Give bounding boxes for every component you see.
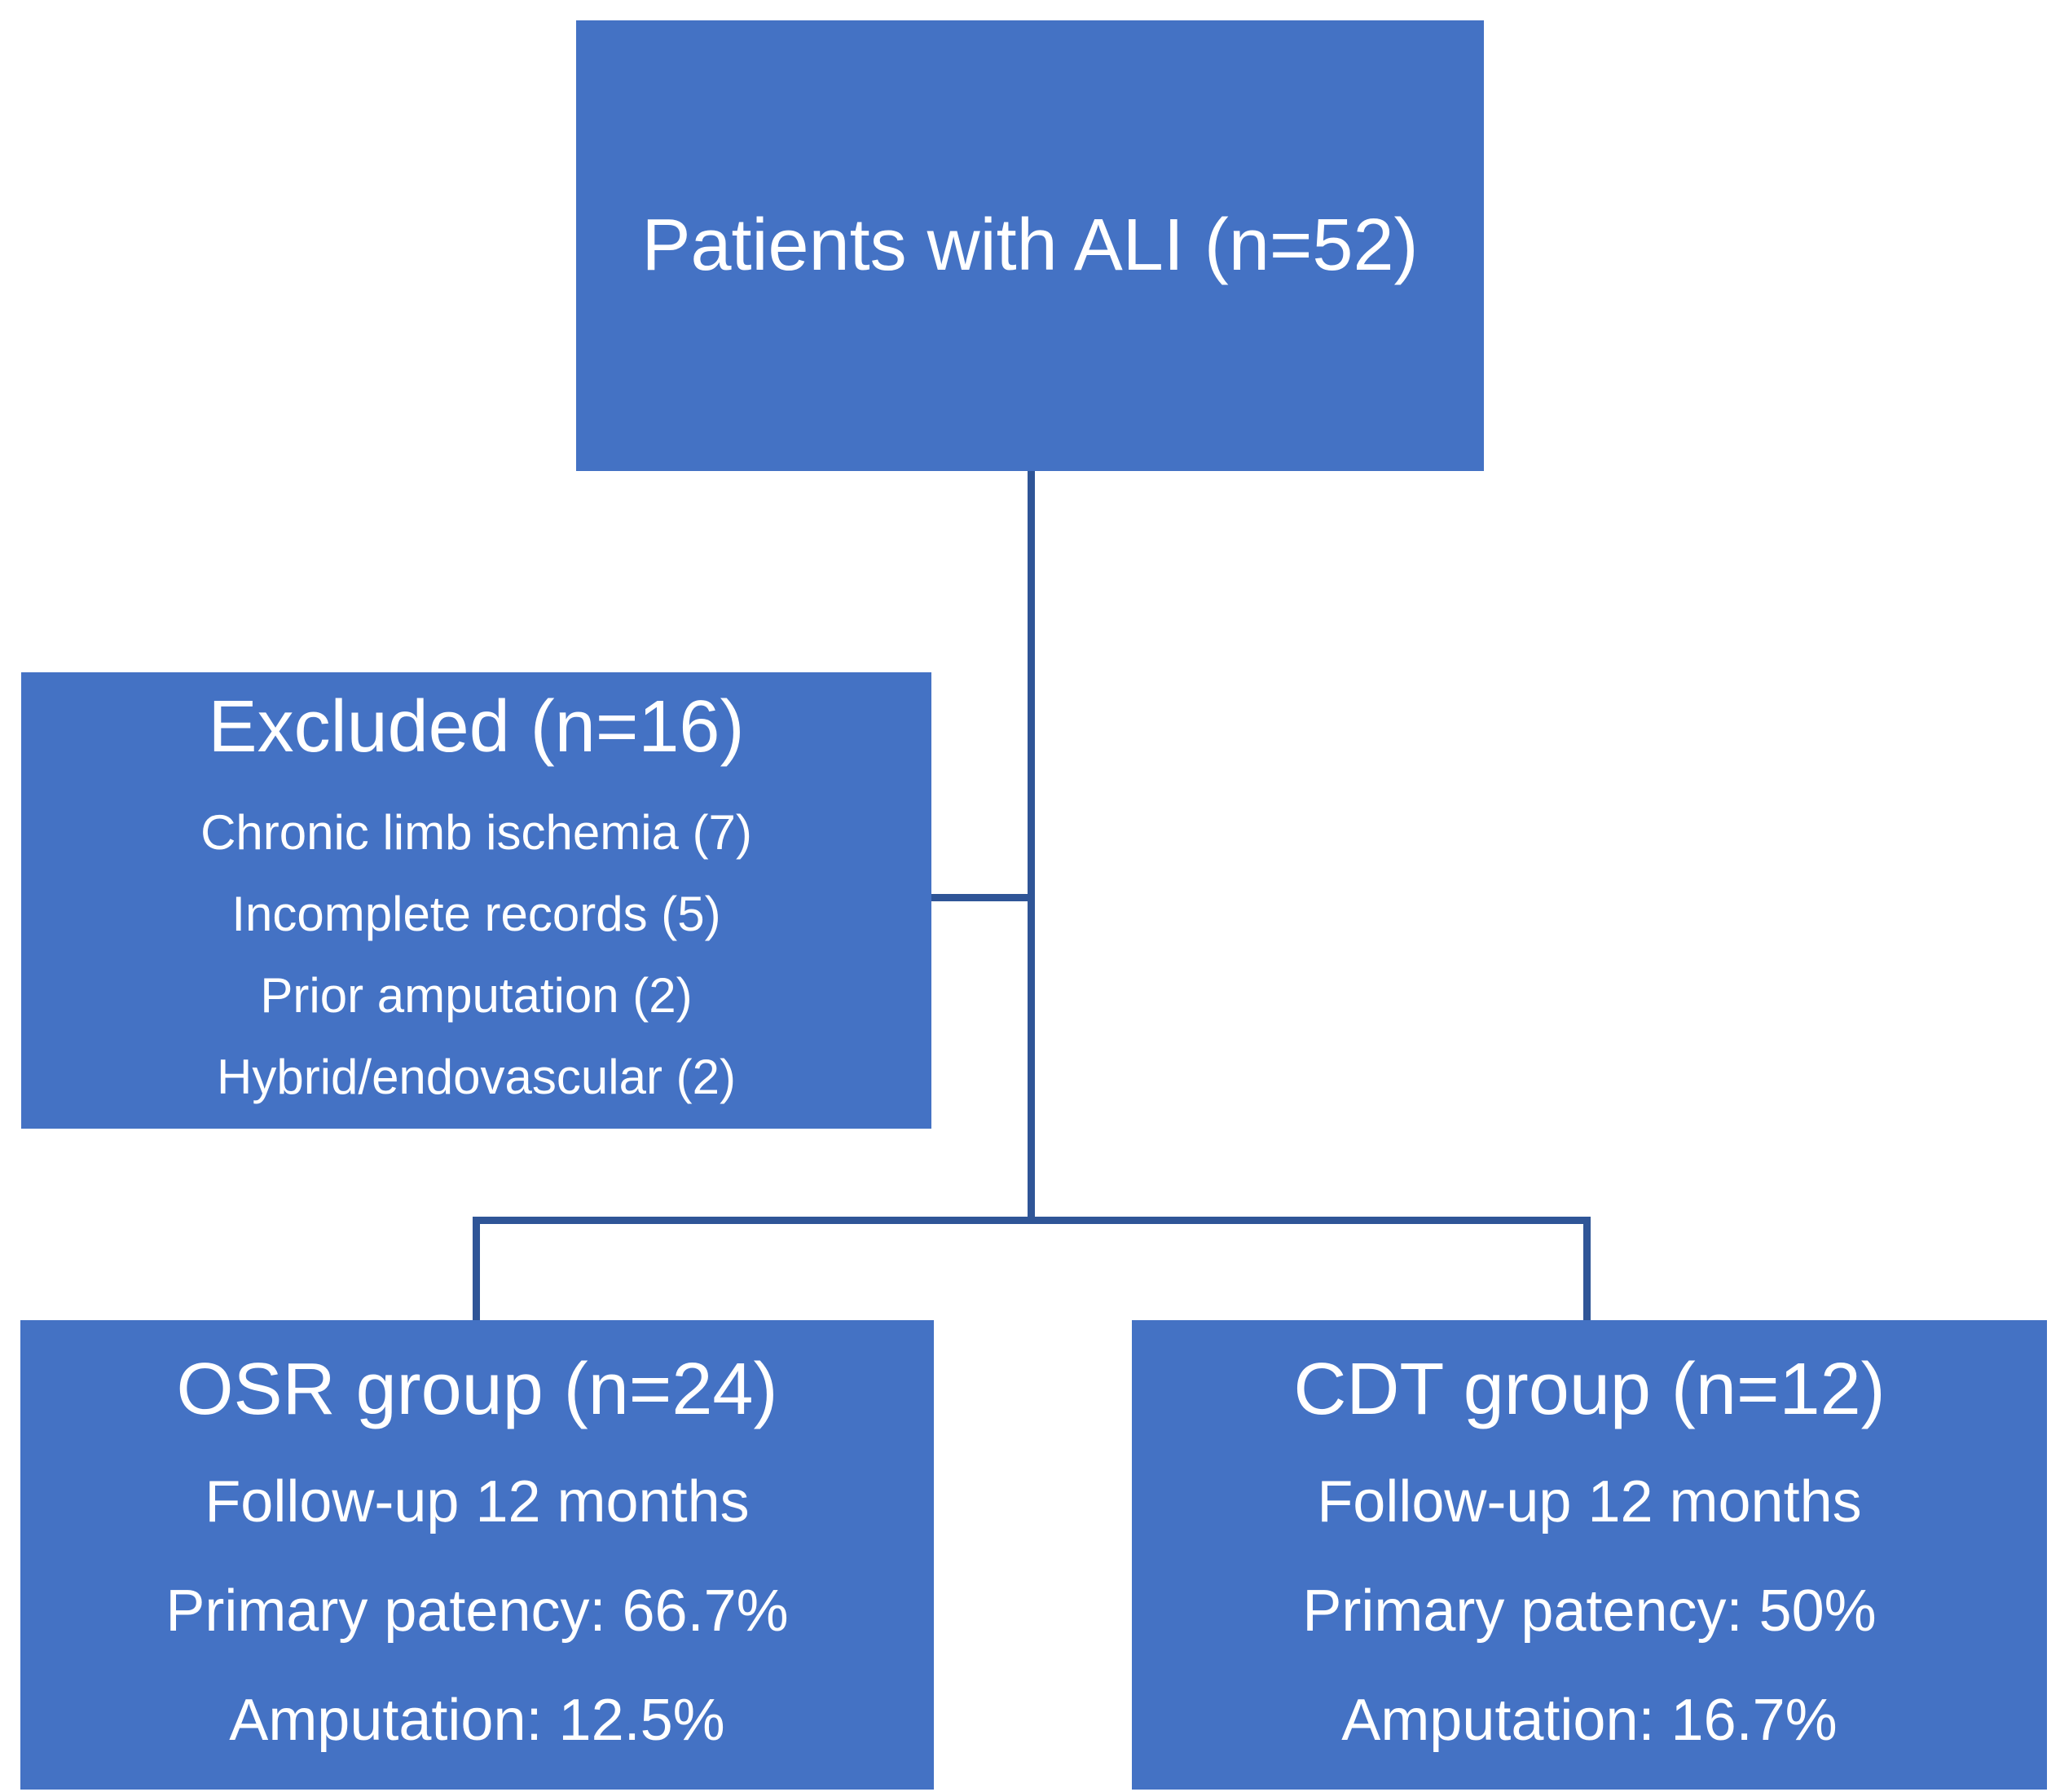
cdt-item: Primary patency: 50%: [1302, 1578, 1877, 1644]
osr-item: Follow-up 12 months: [205, 1469, 750, 1534]
connector-osr-drop: [473, 1217, 480, 1320]
excluded-item: Hybrid/endovascular (2): [217, 1050, 736, 1104]
cdt-box: CDT group (n=12) Follow-up 12 months Pri…: [1132, 1320, 2047, 1790]
patients-box-title: Patients with ALI (n=52): [641, 205, 1419, 286]
osr-box-body: Follow-up 12 months Primary patency: 66.…: [20, 1447, 934, 1775]
osr-item: Amputation: 12.5%: [229, 1688, 725, 1753]
excluded-item: Incomplete records (5): [231, 887, 721, 941]
excluded-item: Prior amputation (2): [260, 968, 693, 1023]
osr-item: Primary patency: 66.7%: [165, 1578, 789, 1644]
excluded-item: Chronic limb ischemia (7): [200, 805, 752, 860]
excluded-box-body: Chronic limb ischemia (7) Incomplete rec…: [21, 792, 931, 1118]
osr-box: OSR group (n=24) Follow-up 12 months Pri…: [20, 1320, 934, 1790]
cdt-box-body: Follow-up 12 months Primary patency: 50%…: [1132, 1447, 2047, 1775]
excluded-box: Excluded (n=16) Chronic limb ischemia (7…: [21, 672, 931, 1129]
cdt-box-title: CDT group (n=12): [1293, 1349, 1886, 1430]
cdt-item: Amputation: 16.7%: [1341, 1688, 1838, 1753]
connector-top-to-split: [1028, 471, 1035, 1224]
osr-box-title: OSR group (n=24): [176, 1349, 778, 1430]
excluded-box-title: Excluded (n=16): [208, 686, 745, 768]
patients-box: Patients with ALI (n=52): [576, 20, 1484, 471]
connector-excluded-stub: [931, 894, 1035, 901]
connector-cdt-drop: [1583, 1217, 1591, 1320]
cdt-item: Follow-up 12 months: [1317, 1469, 1862, 1534]
connector-split-horizontal: [473, 1217, 1591, 1224]
